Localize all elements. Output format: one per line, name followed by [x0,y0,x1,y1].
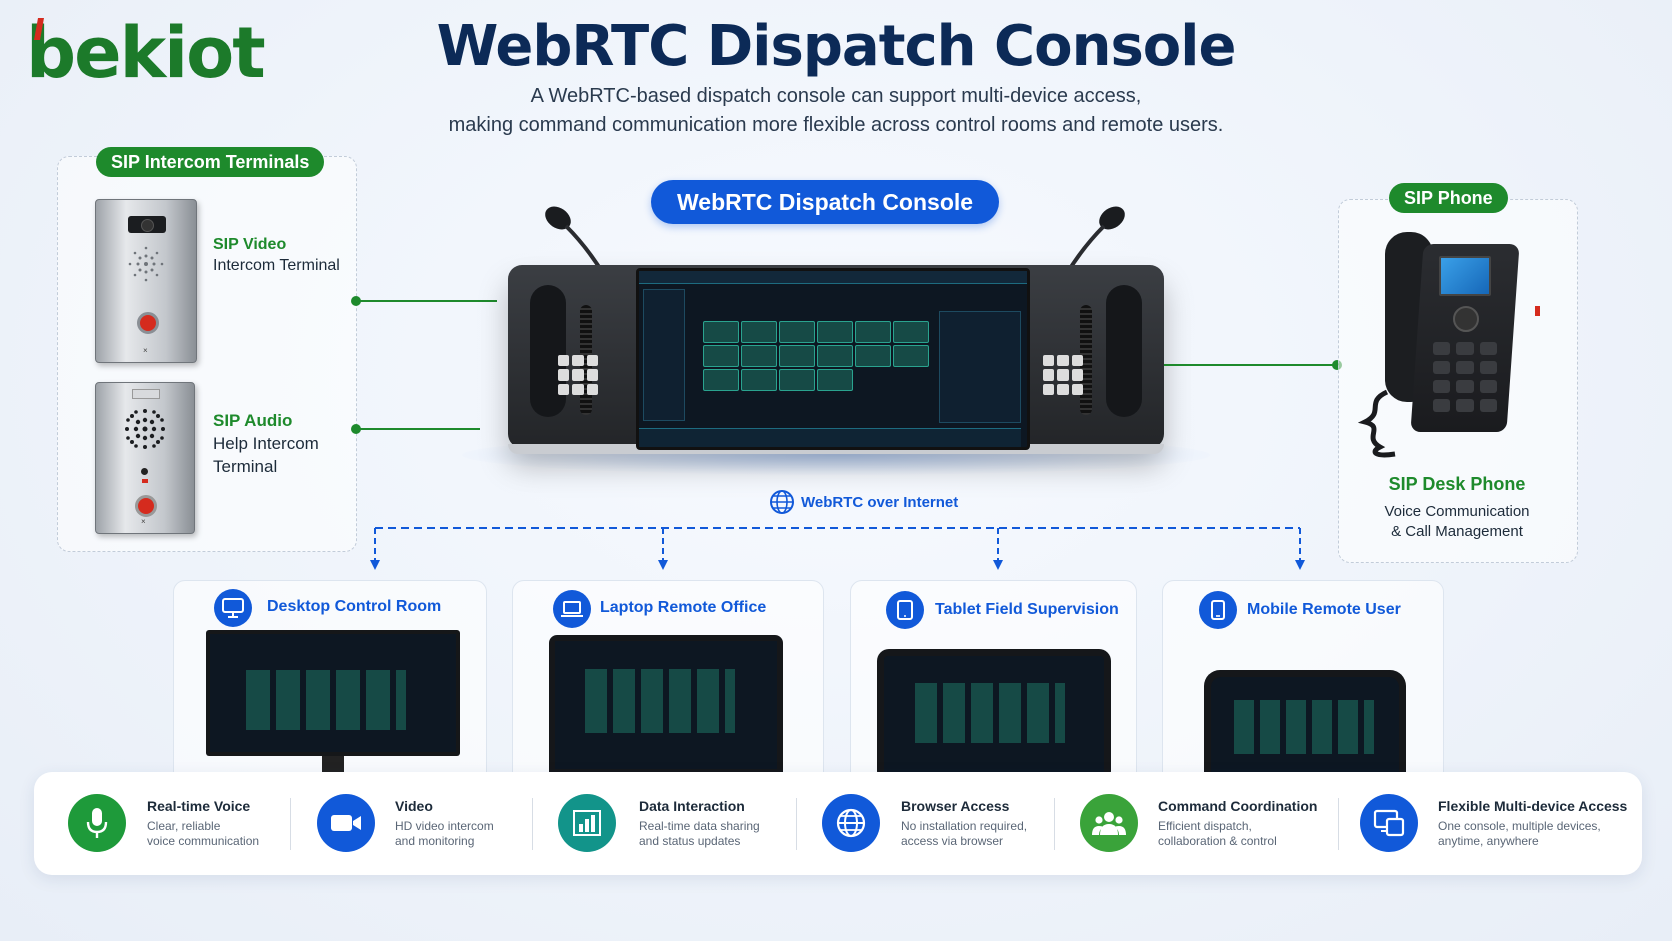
audio-intercom-device-image: × [95,382,195,534]
feature-video: Video HD video intercom and monitoring [395,798,494,848]
feature-flexible-multi-device: Flexible Multi-device Access One console… [1438,798,1628,848]
multi-device-icon [1360,794,1418,852]
tablet-image [877,649,1111,783]
left-handset-icon [530,285,566,417]
right-keypad [1043,355,1083,395]
page-title: WebRTC Dispatch Console [436,14,1237,79]
page-subtitle: A WebRTC-based dispatch console can supp… [448,85,1224,136]
bar-chart-icon [558,794,616,852]
left-keypad [558,355,598,395]
laptop-image [549,635,783,775]
video-intercom-label: SIP Video Intercom Terminal [213,236,340,274]
feature-browser-access: Browser Access No installation required,… [901,798,1028,848]
phone-section-label: SIP Phone [1389,183,1508,213]
device-card-laptop: Laptop Remote Office [512,580,824,798]
device-name-mobile: Mobile Remote User [1247,601,1401,618]
console-screen [636,268,1030,450]
team-icon [1080,794,1138,852]
microphone-icon [68,794,126,852]
phone-connector [1164,360,1342,370]
globe-icon-feature [822,794,880,852]
feature-command-coordination: Command Coordination Efficient dispatch,… [1158,798,1318,848]
video-intercom-device-image: × [95,199,197,363]
audio-intercom-label: SIP Audio Help Intercom Terminal [213,411,319,476]
console-label: WebRTC Dispatch Console [651,180,1000,224]
network-dashed-lines [370,527,1305,570]
logo-text-a: bek [26,12,166,94]
desktop-monitor-image [206,630,460,756]
right-handset-icon [1106,285,1142,417]
logo-red-accent-icon [34,18,44,40]
device-name-tablet: Tablet Field Supervision [935,601,1119,618]
intercom-connectors [351,296,497,434]
device-card-mobile: Mobile Remote User [1162,580,1444,798]
logo-text-b: iot [164,12,266,94]
network-label: WebRTC over Internet [769,489,958,515]
console-device-image [508,265,1164,454]
device-name-laptop: Laptop Remote Office [600,599,767,616]
phone-icon [1199,591,1237,629]
bekiot-logo: bekiot [26,18,266,88]
mobile-image [1204,670,1406,788]
device-card-desktop: Desktop Control Room [173,580,487,798]
feature-realtime-voice: Real-time Voice Clear, reliable voice co… [147,798,260,848]
speaker-grille-icon-2 [125,409,165,449]
globe-icon [770,490,794,514]
intercom-section-label: SIP Intercom Terminals [96,147,325,177]
phone-label: SIP Desk Phone Voice Communication & Cal… [1384,474,1530,540]
feature-data-interaction: Data Interaction Real-time data sharing … [639,798,760,848]
monitor-icon [214,589,252,627]
device-name-desktop: Desktop Control Room [267,598,442,615]
laptop-icon [553,590,591,628]
device-card-tablet: Tablet Field Supervision [850,580,1137,798]
tablet-icon [886,591,924,629]
video-camera-icon [317,794,375,852]
desk-phone-image [1355,232,1545,462]
speaker-grille-icon [128,246,164,282]
feature-bar: Real-time Voice Clear, reliable voice co… [34,772,1642,875]
